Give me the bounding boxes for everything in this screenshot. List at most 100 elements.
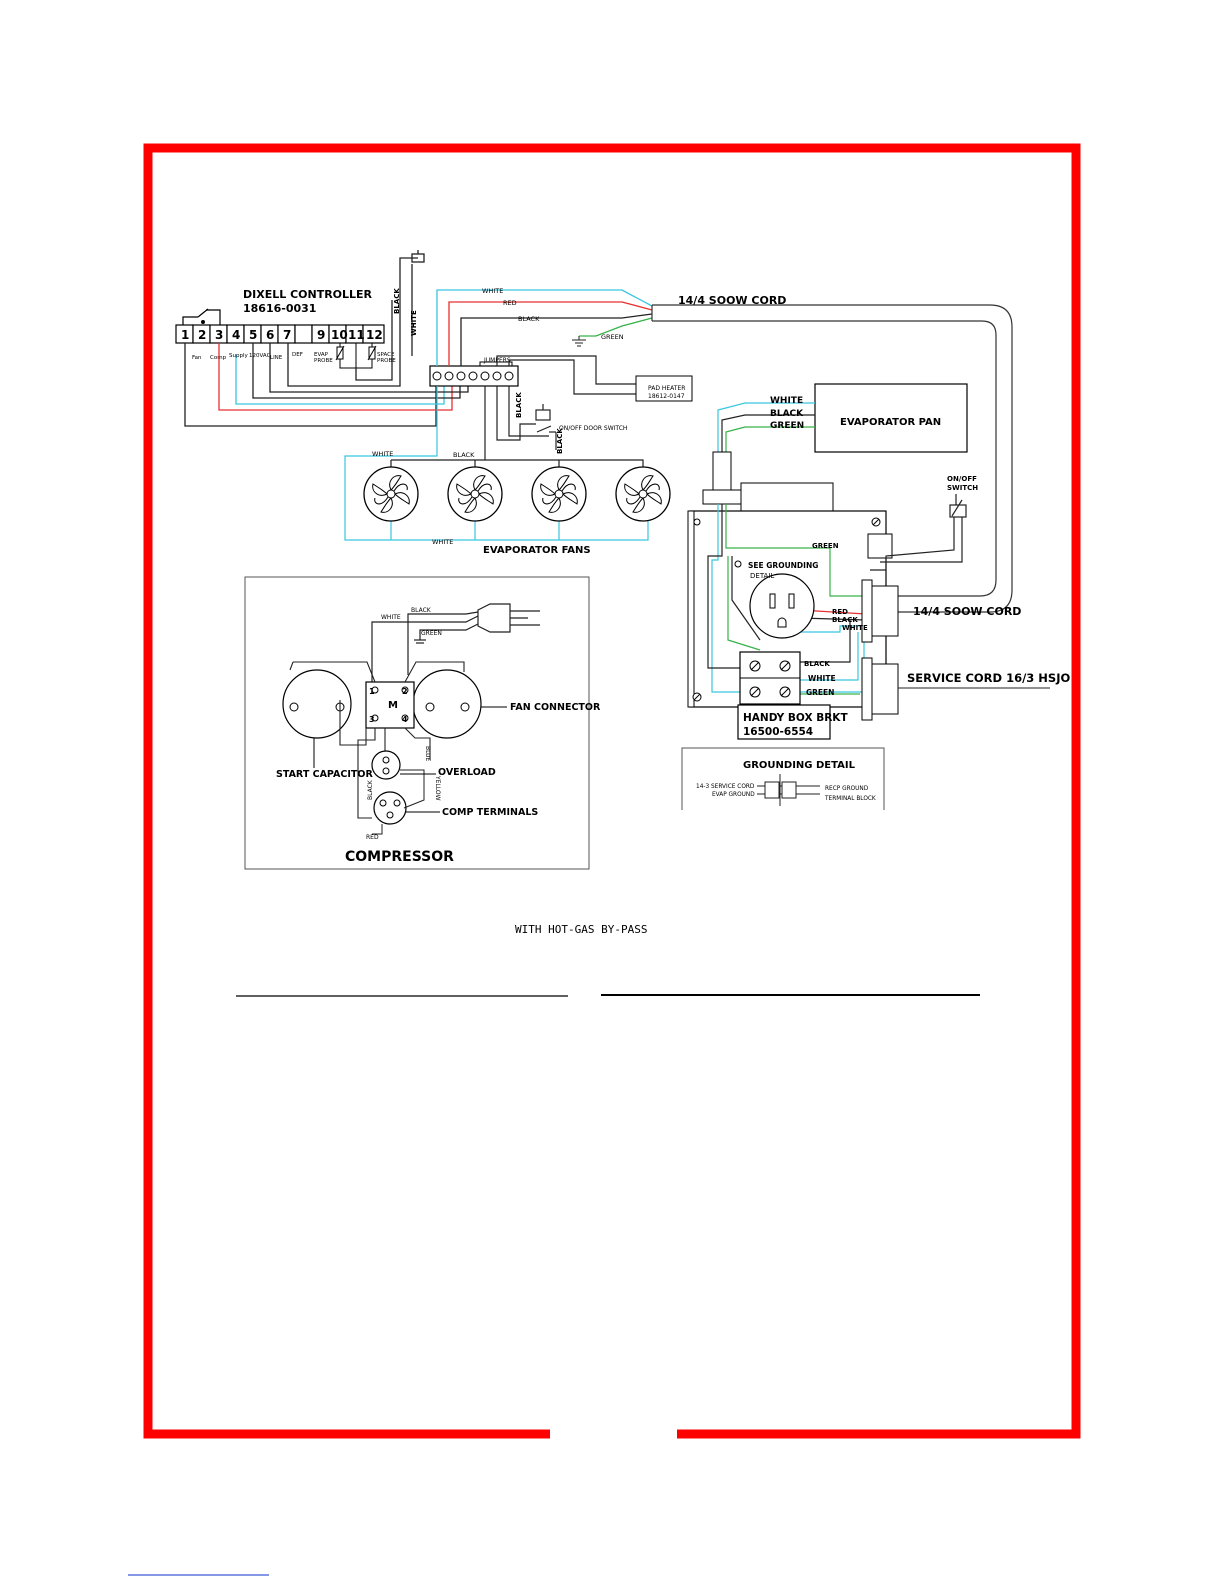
dixell-controller: DIXELL CONTROLLER 18616-0031 1 2 3 4 5 [175,288,396,369]
pad-heater-label: PAD HEATER [648,385,685,392]
door-switch-black-label-2: BLACK [556,428,564,454]
grounding-detail: GROUNDING DETAIL 14-3 SERVICE CORD EVAP … [681,747,885,810]
top-wire-green-label: GREEN [601,333,624,341]
terminal-black-label: BLACK [804,660,830,668]
compressor-white-label: WHITE [381,614,401,621]
red-frame [143,143,1081,1439]
terminal-supply-label: Supply [229,353,248,359]
terminal-white-label: WHITE [808,674,836,683]
door-switch-label: ON/OFF DOOR SWITCH [559,425,627,432]
fans-white-label-top: WHITE [372,450,393,458]
top-wire-white-label: WHITE [482,287,503,295]
handy-box-part: 16500-6554 [743,726,813,738]
service-cord-label: SERVICE CORD 16/3 HSJO [907,671,1070,685]
power-plug [371,603,540,682]
see-grounding-label-1: SEE GROUNDING [748,561,818,570]
evap-probe-label-1: EVAP [314,352,329,358]
box-white-label: WHITE [842,624,868,632]
terminal-line-label: LINE [270,355,283,361]
pan-wire-green-label: GREEN [770,421,804,431]
compressor-black-label: BLACK [411,607,432,614]
fans-white-label-bottom: WHITE [432,538,453,546]
start-capacitor-label: START CAPACITOR [276,769,373,780]
terminal-2: 2 [198,328,206,342]
terminal-10: 10 [331,328,348,342]
terminal-comp-label: Comp [210,355,227,361]
compressor-yellow-label: YELLOW [434,775,441,801]
evaporator-pan: EVAPORATOR PAN [717,383,968,453]
terminal-4: 4 [232,328,240,342]
terminal-7: 7 [283,328,291,342]
box-red-label: RED [832,608,848,616]
overload-label: OVERLOAD [438,767,496,778]
door-switch-black-label-1: BLACK [515,392,523,418]
top-soow-cord [436,289,1013,613]
terminal-12: 12 [366,328,383,342]
terminal-3: 3 [215,328,223,342]
evaporator-fan-2 [447,466,503,522]
motor-pin-3: 3 [369,715,375,724]
box-green-label: GREEN [812,542,839,550]
terminal-def-label: DEF [292,352,303,358]
evaporator-fan-1 [363,466,419,522]
evaporator-fan-3 [531,466,587,522]
top-wire-red-label: RED [503,299,517,307]
onoff-switch [870,494,967,571]
handy-box-terminal-block [737,651,831,740]
fan-connector-label: FAN CONNECTOR [510,702,601,713]
compressor-blue-label: BLUE [424,746,431,762]
evaporator-fan-4 [615,466,671,522]
evaporator-fans-label: EVAPORATOR FANS [483,545,591,556]
handy-box-label: HANDY BOX BRKT [743,712,848,724]
terminal-120vac-label: 120VAC [249,353,271,359]
electrical-box [687,451,899,740]
terminal-fan-label: Fan [192,355,202,361]
fans-black-label: BLACK [453,451,475,459]
evaporator-pan-label: EVAPORATOR PAN [840,417,941,428]
compressor-diagram: WHITE BLACK GREEN M 1 2 3 4 [244,576,601,870]
receptacle [749,573,815,639]
box-black-label: BLACK [832,616,858,624]
space-probe-label-2: PROBE [377,358,396,364]
motor-pin-2: 2 [402,687,408,696]
space-probe-label-1: SPACE [377,352,395,358]
comp-terminals-label: COMP TERMINALS [442,807,538,818]
controller-title: DIXELL CONTROLLER [243,288,373,301]
grounding-detail-title: GROUNDING DETAIL [743,760,856,771]
grounding-evap-ground-label: EVAP GROUND [712,792,755,798]
controller-terminal-strip [175,324,385,344]
hot-gas-bypass-note: WITH HOT-GAS BY-PASS [515,923,647,936]
evap-probe-label-2: PROBE [314,358,333,364]
terminal-1: 1 [181,328,189,342]
wire-label-black-vertical: BLACK [393,288,401,314]
terminal-9: 9 [317,328,325,342]
compressor-title: COMPRESSOR [345,849,454,865]
terminal-6: 6 [266,328,274,342]
compressor-red-label: RED [366,834,379,841]
motor-label: M [388,700,398,711]
central-terminal-strip: JUMPERS [429,357,519,387]
soow-cord-top-label: 14/4 SOOW CORD [678,294,786,307]
pad-heater: PAD HEATER 18612-0147 [496,355,693,402]
see-grounding-label-2: DETAIL [750,572,774,580]
grounding-terminal-block-label: TERMINAL BLOCK [824,796,876,802]
pan-wire-white-label: WHITE [770,396,803,406]
controller-part-number: 18616-0031 [243,302,316,315]
soow-cord-right-label: 14/4 SOOW CORD [913,605,1021,618]
evaporator-fans-wiring [344,386,649,541]
wire-label-white-vertical: WHITE [410,310,418,336]
motor-pin-4: 4 [402,715,408,724]
terminal-5: 5 [249,328,257,342]
terminal-green-label: GREEN [806,688,834,697]
compressor-black-vertical-label: BLACK [367,779,374,800]
pad-heater-part: 18612-0147 [648,393,685,400]
controller-wiring [184,250,469,427]
onoff-switch-label-2: SWITCH [947,484,978,492]
top-wire-black-label: BLACK [518,315,540,323]
grounding-recp-ground-label: RECP GROUND [825,786,869,792]
grounding-service-cord-label: 14-3 SERVICE CORD [696,784,755,790]
pan-wire-black-label: BLACK [770,409,804,419]
compressor-green-label: GREEN [421,630,442,637]
motor-pin-1: 1 [369,687,375,696]
